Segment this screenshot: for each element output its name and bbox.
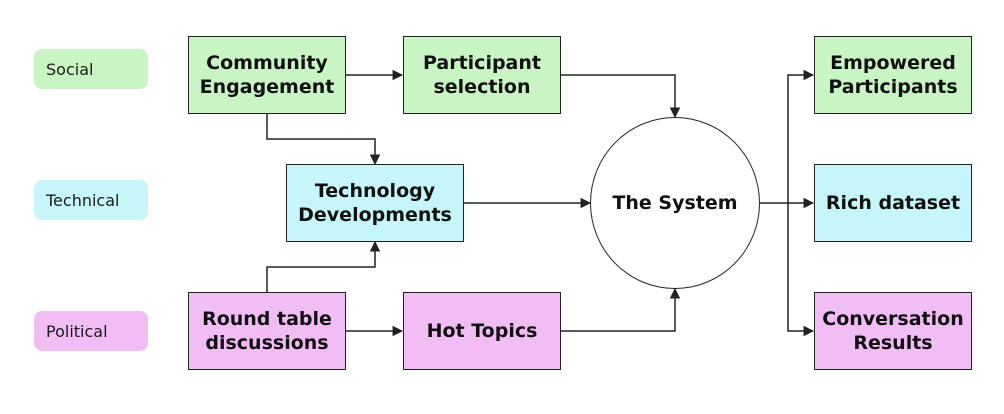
node-the-system: The System xyxy=(590,117,760,289)
lane-label-technical: Technical xyxy=(34,180,148,220)
node-community-engagement: Community Engagement xyxy=(188,36,346,114)
edge-hottopics-to-system xyxy=(561,287,681,332)
node-hot-topics: Hot Topics xyxy=(403,292,561,370)
node-technology-developments: Technology Developments xyxy=(286,164,464,242)
edge-participant-to-system xyxy=(561,74,681,119)
edge-community-to-technology xyxy=(266,114,381,166)
edge-system-to-conversation xyxy=(787,203,815,337)
node-rich-dataset: Rich dataset xyxy=(814,164,972,242)
node-participant-selection: Participant selection xyxy=(403,36,561,114)
edge-system-to-empowered xyxy=(787,69,815,203)
lane-label-social: Social xyxy=(34,49,148,89)
node-round-table-discussions: Round table discussions xyxy=(188,292,346,370)
lane-label-political: Political xyxy=(34,311,148,351)
node-empowered-participants: Empowered Participants xyxy=(814,36,972,114)
edge-roundtable-to-technology xyxy=(266,240,381,292)
node-conversation-results: Conversation Results xyxy=(814,292,972,370)
